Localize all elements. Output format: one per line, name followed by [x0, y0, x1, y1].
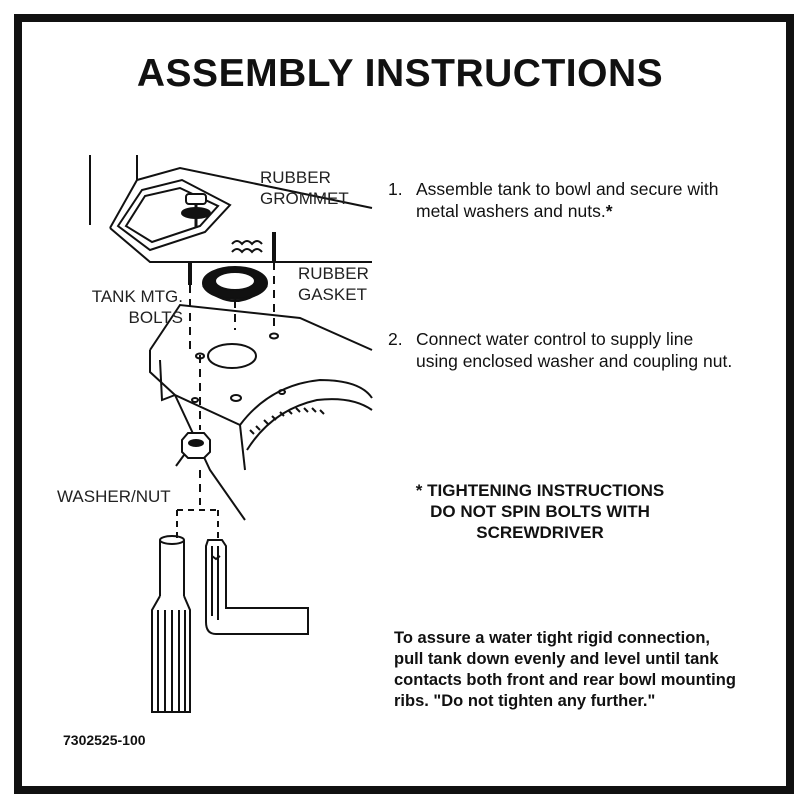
label-rubber-gasket: RUBBER GASKET [298, 264, 369, 304]
rubber-grommet-part [181, 193, 211, 228]
toilet-bowl [149, 303, 373, 521]
step-2: 2. Connect water control to supply line … [388, 328, 778, 378]
tank-bolts [188, 232, 276, 505]
step-text: Connect water control to supply line usi… [416, 329, 733, 371]
label-tank-mtg-bolts: TANK MTG. BOLTS [91, 287, 183, 327]
label-rubber-grommet: RUBBER GROMMET [260, 168, 349, 208]
step-text: Assemble tank to bowl and secure with me… [416, 179, 719, 221]
tightening-instructions: * TIGHTENING INSTRUCTIONS DO NOT SPIN BO… [415, 481, 665, 542]
instruction-card-frame [14, 14, 794, 794]
page-title: ASSEMBLY INSTRUCTIONS [136, 52, 664, 95]
step-number: 2. [388, 329, 403, 349]
asterisk-mark: * [605, 201, 613, 221]
part-number: 7302525-100 [63, 732, 146, 748]
socket-tool [151, 535, 191, 713]
rubber-gasket-part [202, 266, 268, 330]
connection-note: To assure a water tight rigid connection… [394, 629, 736, 710]
label-washer-nut: WASHER/NUT [57, 487, 171, 506]
step-number: 1. [388, 179, 403, 199]
step-1: 1. Assemble tank to bowl and secure with… [388, 178, 768, 228]
toilet-tank [89, 155, 373, 263]
washer-nut-part [175, 432, 211, 467]
hex-key-tool [205, 539, 309, 635]
tank-spring [231, 240, 263, 254]
